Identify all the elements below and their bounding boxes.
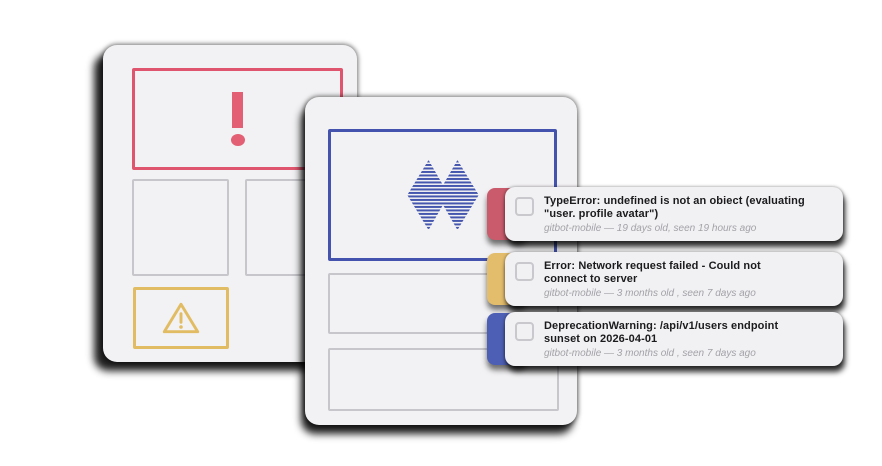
notification-title: Error: Network request failed - Could no… [544, 260, 761, 285]
error-notification-deprecation[interactable]: DeprecationWarning: /api/v1/users endpoi… [487, 312, 843, 366]
notification-meta: gitbot-mobile — 3 months old , seen 7 da… [544, 288, 756, 299]
notification-title: DeprecationWarning: /api/v1/users endpoi… [544, 320, 779, 345]
warning-box [133, 287, 229, 349]
notification-title: TypeError: undefined is not an obiect (e… [544, 195, 805, 220]
placeholder-box [132, 179, 229, 276]
placeholder-box [328, 348, 559, 411]
warning-triangle-icon [160, 300, 202, 336]
checkbox[interactable] [515, 322, 534, 341]
striped-x-icon [405, 157, 481, 233]
notification-meta: gitbot-mobile — 3 months old , seen 7 da… [544, 348, 756, 359]
notification-meta: gitbot-mobile — 19 days old, seen 19 hou… [544, 223, 757, 234]
exclamation-icon [230, 92, 245, 146]
checkbox[interactable] [515, 197, 534, 216]
error-notification-typeerror[interactable]: TypeError: undefined is not an obiect (e… [487, 187, 843, 241]
error-notification-network[interactable]: Error: Network request failed - Could no… [487, 252, 843, 306]
checkbox[interactable] [515, 262, 534, 281]
